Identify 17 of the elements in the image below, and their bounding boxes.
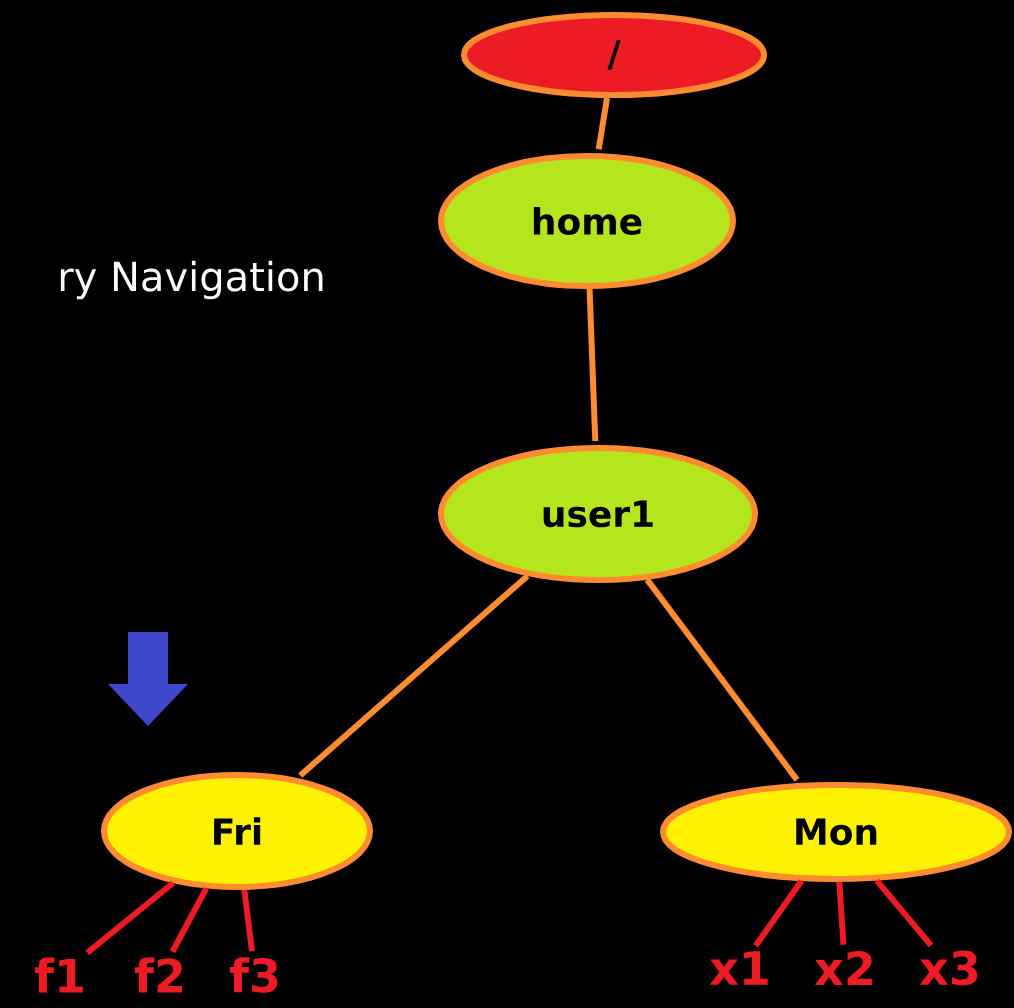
tree-line: [241, 889, 255, 952]
title-text: ry Navigation: [60, 260, 323, 300]
tree-line: [644, 577, 800, 782]
tree-line: [874, 878, 934, 948]
file-label: x3: [919, 950, 978, 986]
tree-line: [836, 881, 847, 945]
file-label: f2: [134, 957, 182, 993]
file-label: f1: [34, 957, 83, 993]
tree-line: [85, 880, 175, 956]
tree-line: [595, 97, 610, 150]
tree-line: [298, 573, 530, 778]
tree-line: [586, 288, 599, 442]
tree-line: [169, 887, 209, 954]
file-label: x2: [814, 950, 872, 986]
file-label: x1: [709, 951, 768, 985]
tree-line: [753, 879, 804, 948]
file-label: f3: [229, 957, 278, 993]
